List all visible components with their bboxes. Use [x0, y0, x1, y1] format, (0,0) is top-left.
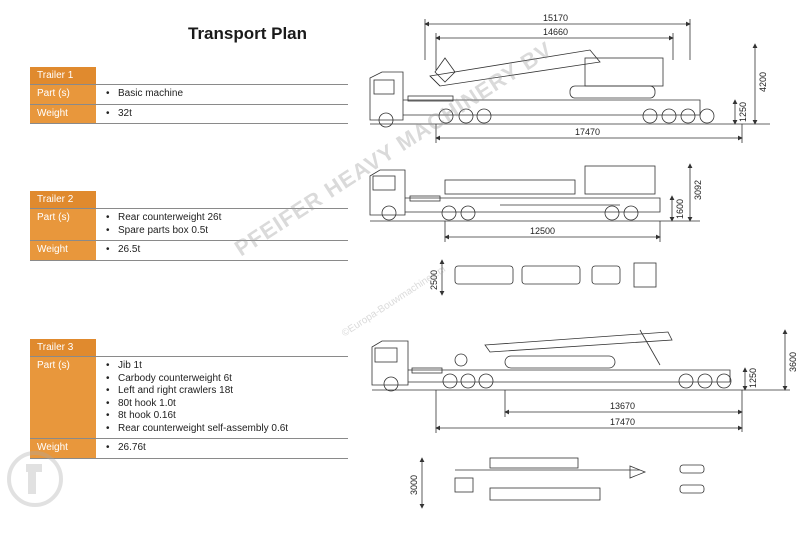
dim-label: 13670	[610, 401, 635, 411]
trailer-2-drawing	[369, 163, 700, 296]
trailer-1-table: Trailer 1 Part (s) Basic machine Weight …	[30, 67, 348, 124]
trailer-3-weight-value: 26.76t	[106, 442, 348, 455]
dim-label: 3000	[409, 475, 419, 495]
dim-label: 14660	[543, 27, 568, 37]
trailer-3-table: Trailer 3 Part (s) Jib 1t Carbody counte…	[30, 339, 348, 459]
trailer-1-weight-value: 32t	[106, 108, 348, 121]
trailer-1-part-item: Basic machine	[106, 88, 348, 101]
dim-label: 3092	[693, 180, 703, 200]
trailer-2-part-item: Rear counterweight 26t	[106, 212, 348, 225]
trailer-3-part-item: 80t hook 1.0t	[106, 398, 348, 411]
trailer-1-parts-row: Part (s) Basic machine	[30, 84, 348, 105]
trailer-2-table: Trailer 2 Part (s) Rear counterweight 26…	[30, 191, 348, 261]
trailer-1-weight-row: Weight 32t	[30, 104, 348, 124]
trailer-3-part-item: Left and right crawlers 18t	[106, 385, 348, 398]
trailer-2-weight-row: Weight 26.5t	[30, 241, 348, 261]
dim-label: 15170	[543, 13, 568, 23]
dim-label: 1600	[675, 199, 685, 219]
trailer-1-weight-label: Weight	[30, 104, 96, 123]
dim-label: 17470	[575, 127, 600, 137]
trailer-3-part-item: Rear counterweight self-assembly 0.6t	[106, 423, 348, 436]
trailer-1-header: Trailer 1	[30, 67, 348, 84]
trailer-2-parts-row: Part (s) Rear counterweight 26t Spare pa…	[30, 208, 348, 241]
dim-label: 4200	[758, 72, 768, 92]
dim-label: 1250	[738, 102, 748, 122]
dim-label: 1250	[748, 368, 758, 388]
page-title: Transport Plan	[188, 24, 308, 43]
trailer-3-part-item: Jib 1t	[106, 360, 348, 373]
trailer-2-weight-label: Weight	[30, 241, 96, 260]
trailer-3-part-item: 8t hook 0.16t	[106, 410, 348, 423]
trailer-1-name: Trailer 1	[30, 67, 96, 84]
trailer-2-part-item: Spare parts box 0.5t	[106, 225, 348, 238]
dim-label: 17470	[610, 417, 635, 427]
trailer-3-weight-label: Weight	[30, 439, 96, 458]
watermark-logo-icon	[7, 451, 63, 507]
trailer-2-weight-value: 26.5t	[106, 244, 348, 257]
trailer-3-parts-label: Part (s)	[30, 357, 96, 438]
trailer-2-name: Trailer 2	[30, 191, 96, 208]
trailer-3-weight-row: Weight 26.76t	[30, 439, 348, 459]
trailer-1-drawing	[369, 19, 770, 143]
trailer-3-drawing	[371, 329, 790, 509]
trailer-3-name: Trailer 3	[30, 339, 96, 356]
trailer-3-part-item: Carbody counterweight 6t	[106, 373, 348, 386]
trailer-1-parts-label: Part (s)	[30, 85, 96, 104]
dim-label: 12500	[530, 226, 555, 236]
dim-label: 3600	[788, 352, 798, 372]
trailer-2-parts-label: Part (s)	[30, 209, 96, 240]
trailer-3-parts-row: Part (s) Jib 1t Carbody counterweight 6t…	[30, 356, 348, 439]
dim-label: 2500	[429, 270, 439, 290]
